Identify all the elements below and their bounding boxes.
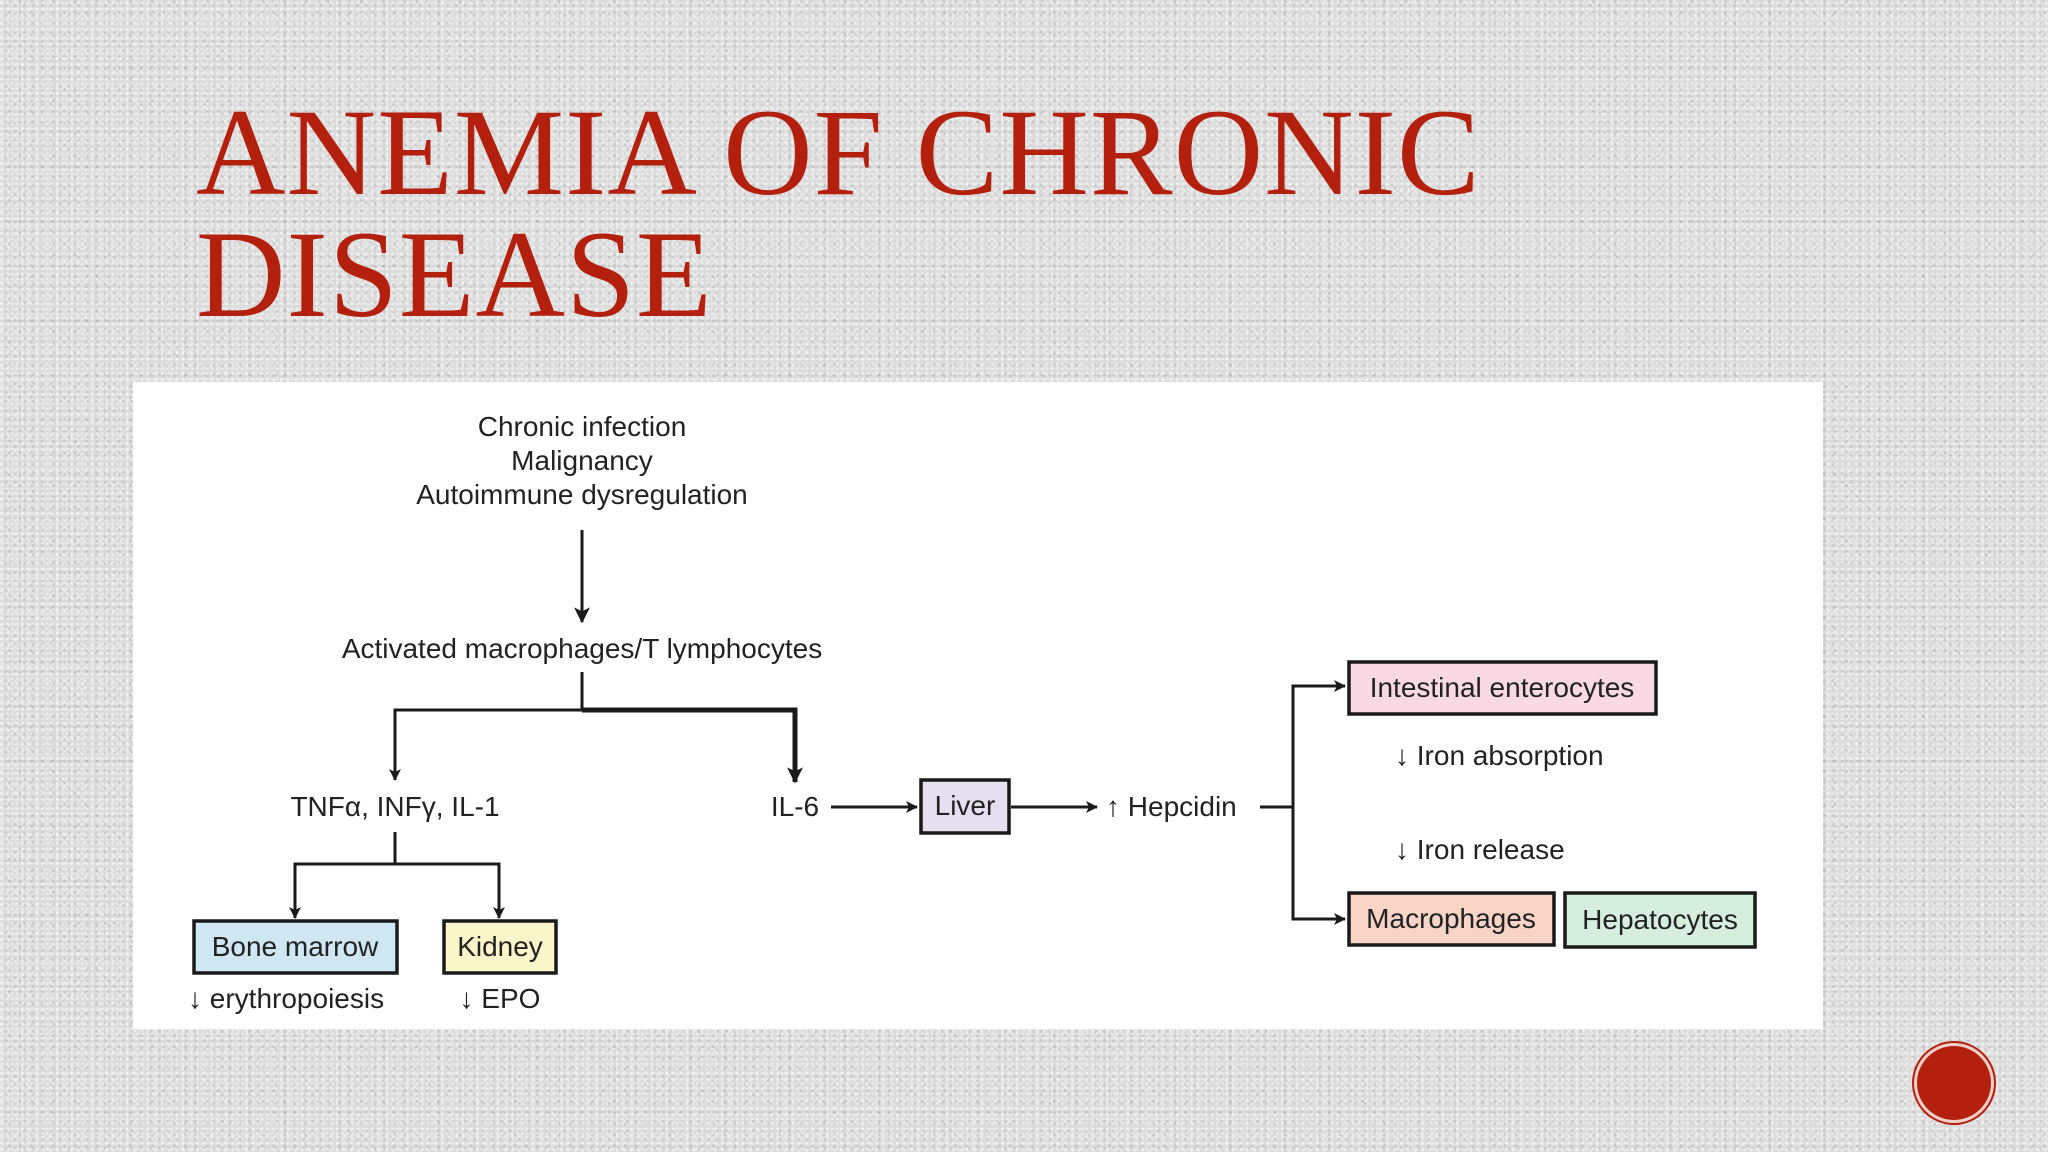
arrow-to-kidney	[395, 862, 505, 919]
slide-title-line-1: ANEMIA OF CHRONIC	[196, 84, 1481, 221]
bone-marrow-label: Bone marrow	[212, 931, 379, 962]
cause-malignancy: Malignancy	[511, 445, 653, 476]
bone-marrow-box	[192, 919, 399, 975]
slide-title-line-2: DISEASE	[196, 206, 713, 343]
hepatocytes-label: Hepatocytes	[1582, 904, 1738, 935]
cytokines-label: TNFα, INFγ, IL-1	[290, 791, 499, 822]
hepcidin-label: ↑ Hepcidin	[1106, 791, 1237, 822]
cause-chronic-infection: Chronic infection	[478, 411, 687, 442]
slide-number-button[interactable]	[1917, 1046, 1991, 1120]
intestinal-box	[1347, 660, 1658, 716]
hepatocytes-box	[1563, 891, 1757, 949]
kidney-effect: ↓ EPO	[460, 983, 541, 1014]
intestinal-label: Intestinal enterocytes	[1370, 672, 1635, 703]
iron-release-label: ↓ Iron release	[1395, 834, 1565, 865]
il6-label: IL-6	[771, 791, 819, 822]
kidney-box	[442, 919, 558, 975]
iron-absorption-label: ↓ Iron absorption	[1395, 740, 1604, 771]
cause-autoimmune: Autoimmune dysregulation	[416, 479, 748, 510]
arrow-to-il6	[582, 707, 803, 784]
liver-box	[919, 778, 1011, 835]
activated-cells-label: Activated macrophages/T lymphocytes	[342, 633, 822, 664]
pathophysiology-diagram: Chronic infection Malignancy Autoimmune …	[188, 411, 1757, 1014]
arrow-to-cytokines	[389, 672, 584, 781]
bone-marrow-effect: ↓ erythropoiesis	[188, 983, 384, 1014]
diagram-panel: Chronic infection Malignancy Autoimmune …	[133, 382, 1823, 1029]
kidney-label: Kidney	[457, 931, 543, 962]
macrophages-box	[1347, 891, 1556, 947]
macrophages-label: Macrophages	[1366, 903, 1536, 934]
arrow-to-bone-marrow	[289, 832, 397, 919]
liver-label: Liver	[935, 790, 996, 821]
arrow-to-intestinal	[1291, 680, 1346, 807]
slide-title: ANEMIA OF CHRONIC DISEASE	[196, 84, 1481, 343]
arrow-to-macrophages	[1291, 807, 1346, 925]
